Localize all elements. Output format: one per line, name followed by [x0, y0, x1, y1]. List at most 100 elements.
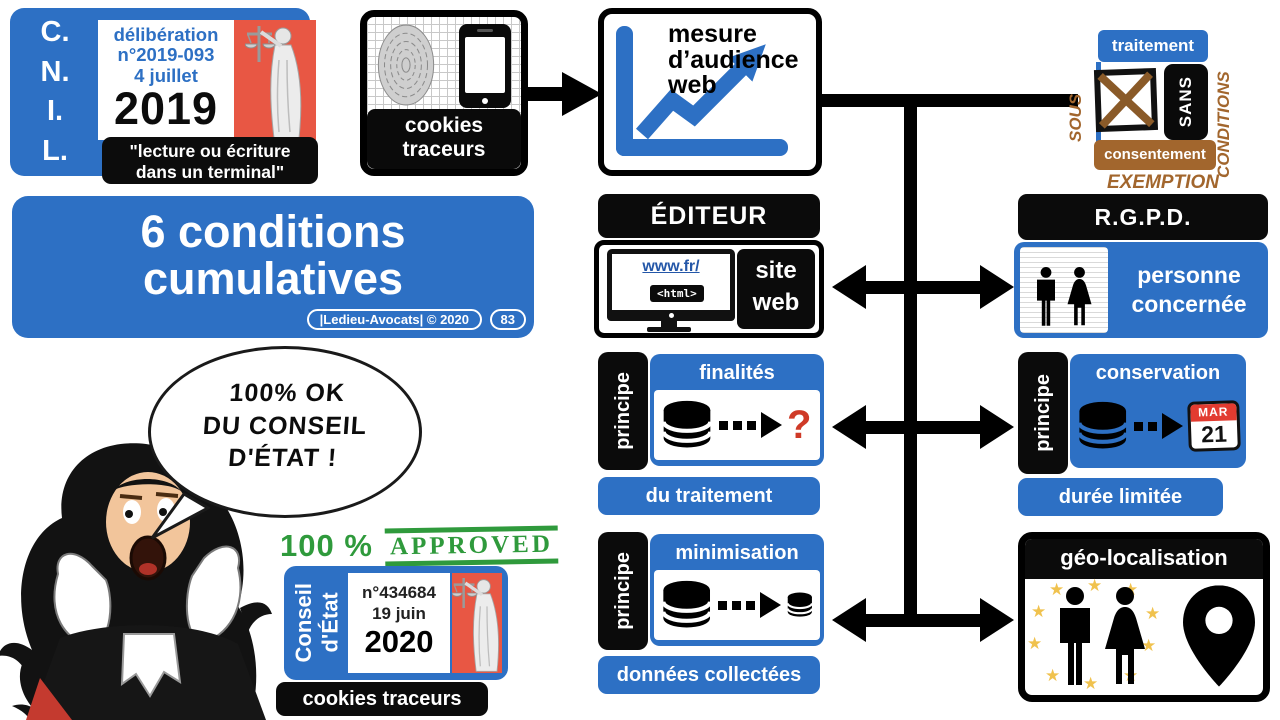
man-icon [1055, 587, 1095, 687]
checkbox-crossed-icon [1093, 67, 1159, 133]
consentement-label: consentement [1094, 140, 1216, 170]
cnil-reference-panel: délibération n°2019-093 4 juillet 2019 [98, 20, 234, 140]
speech-bubble-tail [150, 492, 210, 540]
cookies-label-line2: traceurs [402, 138, 486, 162]
finalites-box: finalités ? [650, 354, 824, 466]
principe-label: principe [611, 372, 634, 450]
speech-line2: DU CONSEIL [201, 411, 369, 440]
speech-line1: 100% OK [228, 379, 346, 407]
cnil-deliberation-label: délibération [113, 24, 219, 45]
cnil-letter: L. [42, 134, 68, 167]
cnil-letter: I. [46, 95, 64, 128]
calendar-month: MAR [1190, 403, 1237, 422]
location-pin-icon [1183, 585, 1255, 687]
traitement-label: traitement [1098, 30, 1208, 62]
site-web-card: www.fr/ <html> site web [594, 240, 824, 338]
mesure-title-line3: web [668, 71, 717, 99]
smartphone-icon [459, 24, 511, 108]
principe-bar-finalites: principe [598, 352, 648, 470]
sans-label-box: SANS [1164, 64, 1208, 140]
minimisation-footer: données collectées [598, 656, 820, 694]
speech-bubble: 100% OK DU CONSEIL D'ÉTAT ! [148, 346, 422, 518]
monitor-bezel [607, 310, 735, 321]
exemption-block: traitement SANS consentement SOUS CONDIT… [1060, 20, 1275, 200]
arrow-right-icon [526, 72, 602, 116]
credit-pill: |Ledieu-Avocats| © 2020 [306, 309, 482, 330]
conservation-header: conservation [1095, 362, 1221, 384]
personne-concernee-card: personne concernée [1014, 242, 1268, 338]
personne-line2: concernée [1131, 291, 1247, 317]
sans-label: SANS [1176, 76, 1195, 128]
dotted-arrow-icon [718, 592, 782, 618]
database-icon [1076, 401, 1129, 451]
woman-icon [1101, 587, 1149, 687]
double-arrow-row2 [832, 405, 1014, 449]
mesure-title-line2: d’audience [668, 45, 799, 74]
mesure-audience-card: mesure d’audience web [598, 8, 822, 176]
eu-star-icon: ★ [1031, 602, 1047, 621]
double-arrow-row1 [832, 265, 1014, 309]
man-icon [1033, 267, 1059, 327]
principe-bar-conservation: principe [1018, 352, 1068, 474]
eu-star-icon: ★ [1145, 604, 1161, 623]
eu-star-icon: ★ [1087, 576, 1103, 595]
dotted-arrow-icon [719, 412, 782, 438]
finalites-header: finalités [699, 362, 775, 384]
cookies-traceurs-label: cookies traceurs [367, 109, 521, 169]
cnil-letter: N. [40, 55, 70, 88]
finalites-illustration: ? [654, 390, 820, 460]
principe-label: principe [1031, 374, 1054, 452]
personne-concernee-label: personne concernée [1114, 242, 1264, 338]
calendar-day: 21 [1201, 420, 1228, 448]
mesure-audience-title: mesure d’audience web [668, 20, 818, 99]
justice-statue-icon [452, 573, 502, 673]
connector-vertical-line [904, 94, 917, 627]
conseil-vertical-line2: d'État [317, 592, 342, 654]
conseil-etat-vertical-label: Conseil d'État [288, 572, 346, 674]
dotted-arrow-icon [1134, 413, 1184, 439]
conservation-illustration: MAR 21 [1074, 390, 1242, 462]
html-tag-chip: <html> [650, 285, 704, 302]
cnil-deliberation-card: C. N. I. L. délibération n°2019-093 4 ju… [10, 8, 318, 184]
geolocalisation-illustration: ★ ★ ★ ★ ★ ★ ★ ★ ★ ★ [1025, 576, 1263, 695]
exemption-label: EXEMPTION [1107, 172, 1219, 193]
cookies-traceurs-card: cookies traceurs [360, 10, 528, 176]
small-database-icon [786, 592, 814, 618]
six-conditions-line1: 6 conditions [140, 206, 406, 257]
cnil-deliberation-number: n°2019-093 [117, 44, 215, 66]
conseil-date: 19 juin [372, 604, 426, 624]
fingerprint-icon [375, 22, 437, 108]
justice-statue-panel [234, 20, 316, 140]
six-conditions-line2: cumulatives [142, 252, 404, 304]
conseil-cookies-caption: cookies traceurs [276, 682, 488, 716]
woman-icon [1064, 267, 1095, 327]
database-icon [660, 400, 714, 450]
website-url: www.fr/ [642, 258, 700, 275]
speech-line3: D'ÉTAT ! [227, 444, 339, 472]
cnil-quote-line2: dans un terminal" [135, 161, 285, 182]
principe-bar-minimisation: principe [598, 532, 648, 650]
sous-label: SOUS [1066, 93, 1085, 142]
monitor-stand [661, 321, 677, 328]
cnil-deliberation-date: 4 juillet [134, 64, 198, 86]
mesure-title-line1: mesure [668, 20, 757, 48]
cnil-quote-line1: "lecture ou écriture [129, 141, 291, 161]
question-mark: ? [787, 403, 812, 447]
conservation-footer: durée limitée [1018, 478, 1223, 516]
minimisation-box: minimisation [650, 534, 824, 646]
finalites-footer: du traitement [598, 477, 820, 515]
conseil-reference-panel: n°434684 19 juin 2020 [348, 573, 450, 673]
conseil-year: 2020 [364, 623, 434, 659]
site-web-line1: site [755, 257, 797, 284]
monitor-icon: www.fr/ <html> [607, 249, 735, 321]
speech-text: 100% OK DU CONSEIL D'ÉTAT ! [148, 377, 423, 475]
double-arrow-row3 [832, 598, 1014, 642]
eu-star-icon: ★ [1045, 666, 1061, 685]
minimisation-header: minimisation [675, 542, 799, 564]
principe-label: principe [611, 552, 634, 630]
editeur-header: ÉDITEUR [598, 194, 820, 238]
conditions-label: CONDITIONS [1214, 71, 1233, 178]
conseil-vertical-line1: Conseil [290, 583, 316, 663]
eu-star-icon: ★ [1049, 580, 1065, 599]
